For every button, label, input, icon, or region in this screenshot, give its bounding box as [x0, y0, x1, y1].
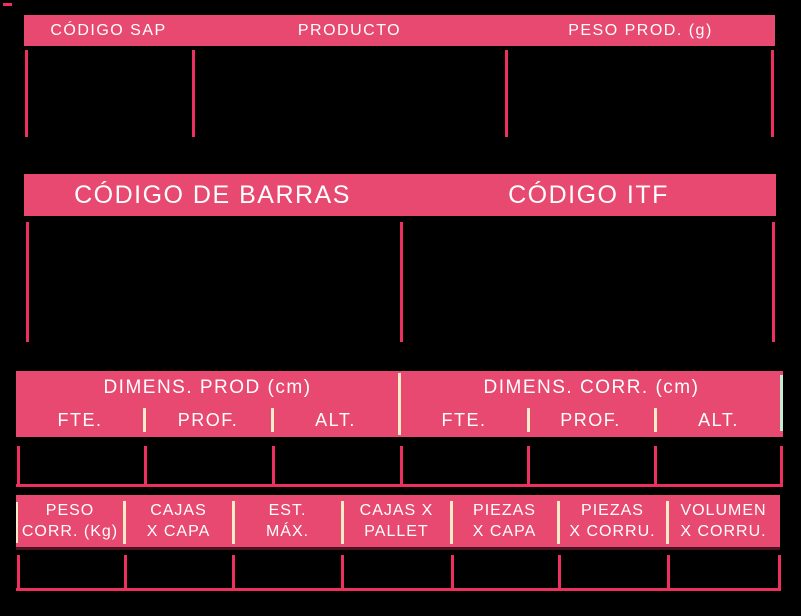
grid-line — [17, 555, 20, 591]
column-header-peso-corr: PESO CORR. (Kg) — [16, 495, 124, 547]
cell-producto — [195, 50, 505, 137]
column-header-producto: PRODUCTO — [297, 21, 402, 39]
grid-line — [400, 446, 403, 487]
cell-prod-fte — [20, 446, 144, 484]
grid-line — [527, 446, 530, 487]
column-header-cajas-x-pallet: CAJAS X PALLET — [342, 495, 451, 547]
column-header-codigo-itf: CÓDIGO ITF — [508, 180, 669, 209]
header-line: VOLUMEN — [680, 502, 767, 519]
cell-piezas-x-capa — [454, 555, 558, 588]
subcolumn-header-prof: PROF. — [177, 410, 239, 430]
column-header-piezas-x-corru: PIEZAS X CORRU. — [558, 495, 667, 547]
grid-line — [780, 446, 783, 487]
header-divider-tick — [232, 501, 235, 544]
header-line: PESO — [45, 502, 95, 519]
grid-line — [667, 555, 670, 591]
grid-line — [772, 222, 775, 342]
grid-line — [778, 555, 781, 591]
cell-peso-corr — [20, 555, 124, 588]
grid-line — [505, 50, 508, 137]
header-divider-tick — [398, 373, 401, 435]
grid-line — [451, 555, 454, 591]
header-line: CORR. (Kg) — [21, 523, 119, 540]
grid-line — [400, 222, 403, 342]
cell-cajas-x-pallet — [344, 555, 451, 588]
logistics-table-header: PESO CORR. (Kg) CAJAS X CAPA EST. MÁX. C… — [16, 495, 780, 550]
grid-line — [654, 446, 657, 487]
column-header-codigo-de-barras: CÓDIGO DE BARRAS — [74, 180, 351, 209]
column-header-volumen-x-corru: VOLUMEN X CORRU. — [667, 495, 780, 547]
cell-corr-prof — [530, 446, 654, 484]
cell-prod-prof — [147, 446, 272, 484]
header-line: CAJAS — [150, 502, 207, 519]
header-divider-tick — [271, 408, 274, 432]
grid-line — [16, 588, 781, 591]
cell-est-max — [235, 555, 341, 588]
column-header-cajas-x-capa: CAJAS X CAPA — [124, 495, 233, 547]
header-divider-tick — [123, 501, 126, 544]
header-line: EST. — [268, 502, 307, 519]
subcolumn-header-fte: FTE. — [57, 410, 103, 430]
grid-line — [144, 446, 147, 487]
cell-corr-fte — [403, 446, 527, 484]
header-line: MÁX. — [265, 523, 310, 540]
header-divider-tick — [666, 501, 669, 544]
header-divider-tick — [527, 408, 530, 432]
cell-corr-alt — [657, 446, 780, 484]
column-header-codigo-sap: CÓDIGO SAP — [50, 21, 167, 39]
grid-line — [25, 50, 28, 137]
cell-volumen-x-corru — [670, 555, 778, 588]
header-line: PIEZAS — [473, 502, 536, 519]
codes-table-header: CÓDIGO DE BARRAS CÓDIGO ITF — [24, 174, 776, 216]
cell-cajas-x-capa — [127, 555, 232, 588]
corner-mark — [3, 3, 12, 6]
grid-line — [341, 555, 344, 591]
grid-line — [26, 222, 29, 342]
header-line: X CORRU. — [680, 523, 767, 540]
subcolumn-header-fte: FTE. — [441, 410, 487, 430]
header-divider-tick — [557, 501, 560, 544]
column-header-peso-prod: PESO PROD. (g) — [568, 21, 713, 39]
header-divider-tick — [143, 408, 146, 432]
header-edge-tick — [16, 502, 18, 543]
grid-line — [232, 555, 235, 591]
subcolumn-header-alt: ALT. — [698, 410, 739, 430]
grid-line — [16, 484, 783, 487]
header-line: X CAPA — [472, 523, 537, 540]
grid-line — [124, 555, 127, 591]
header-line: CAJAS X — [359, 502, 434, 519]
grid-line — [558, 555, 561, 591]
grid-line — [192, 50, 195, 137]
column-header-piezas-x-capa: PIEZAS X CAPA — [451, 495, 558, 547]
dimensions-table-header: DIMENS. PROD (cm) DIMENS. CORR. (cm) FTE… — [16, 371, 783, 437]
header-line: PALLET — [364, 523, 429, 540]
group-header-dimens-corr: DIMENS. CORR. (cm) — [483, 376, 700, 398]
header-edge-tick — [780, 375, 783, 431]
grid-line — [17, 446, 20, 487]
column-header-est-max: EST. MÁX. — [233, 495, 342, 547]
header-divider-tick — [654, 408, 657, 432]
header-line: PIEZAS — [581, 502, 644, 519]
subcolumn-header-alt: ALT. — [315, 410, 356, 430]
header-divider-tick — [341, 501, 344, 544]
grid-line — [272, 446, 275, 487]
group-header-dimens-prod: DIMENS. PROD (cm) — [103, 376, 312, 398]
product-table-header: CÓDIGO SAP PRODUCTO PESO PROD. (g) — [24, 15, 775, 46]
cell-codigo-de-barras — [29, 222, 400, 342]
cell-piezas-x-corru — [561, 555, 667, 588]
cell-prod-alt — [275, 446, 400, 484]
header-divider-tick — [450, 501, 453, 544]
header-line: X CORRU. — [569, 523, 656, 540]
header-line: X CAPA — [146, 523, 211, 540]
grid-line — [771, 50, 774, 137]
cell-codigo-itf — [403, 222, 772, 342]
cell-peso-prod — [508, 50, 771, 137]
cell-codigo-sap — [28, 50, 192, 137]
subcolumn-header-prof: PROF. — [560, 410, 621, 430]
